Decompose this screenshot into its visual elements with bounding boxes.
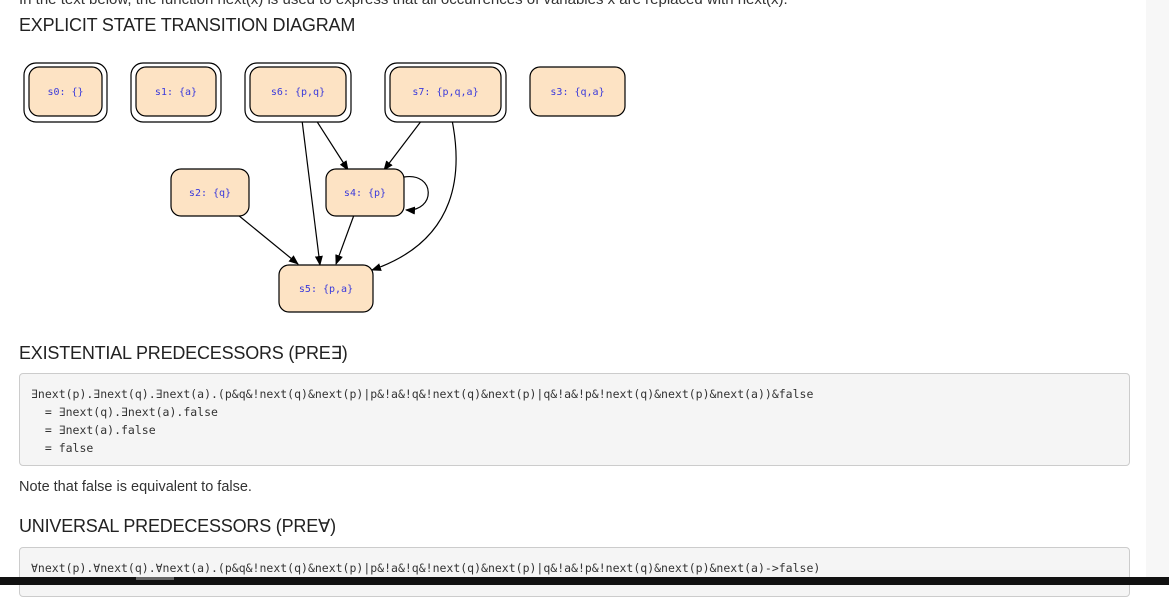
state-node-s7: s7: {p,q,a} (384, 62, 507, 123)
universal-code-block: ∀next(p).∀next(q).∀next(a).(p&q&!next(q)… (19, 547, 1130, 597)
state-node-s3: s3: {q,a} (529, 66, 626, 117)
state-label-s3: s3: {q,a} (550, 87, 604, 98)
state-node-s5: s5: {p,a} (278, 264, 374, 313)
existential-code-block: ∃next(p).∃next(q).∃next(a).(p&q&!next(q)… (19, 373, 1130, 466)
existential-heading: EXISTENTIAL PREDECESSORS (PRE∃) (19, 343, 348, 363)
state-node-s6: s6: {p,q} (244, 62, 352, 123)
horizontal-scrollbar[interactable] (0, 577, 1169, 585)
state-label-s0: s0: {} (47, 87, 83, 98)
universal-line-1: ∀next(p).∀next(q).∀next(a).(p&q&!next(q)… (31, 561, 821, 575)
intro-text-cut: In the text below, the function next(x) … (19, 0, 788, 8)
state-label-s4: s4: {p} (344, 188, 386, 199)
state-node-s4: s4: {p} (325, 168, 405, 217)
edge-s6-s4 (315, 119, 349, 171)
state-label-s5: s5: {p,a} (299, 284, 353, 295)
state-node-s0: s0: {} (23, 62, 108, 123)
state-node-s2: s2: {q} (170, 168, 250, 217)
right-gutter (1146, 0, 1169, 585)
existential-line-4: = false (31, 441, 94, 455)
edge-s7-s5 (371, 119, 457, 271)
state-label-s6: s6: {p,q} (271, 87, 325, 98)
state-label-s1: s1: {a} (155, 87, 197, 98)
state-transition-diagram: s0: {} s1: {a} s6: {p,q} s7: {p,q,a} s3:… (23, 62, 626, 313)
edge-s6-s5 (301, 119, 323, 266)
state-label-s7: s7: {p,q,a} (412, 87, 478, 98)
state-label-s2: s2: {q} (189, 188, 231, 199)
edge-s7-s4 (383, 119, 423, 171)
equivalence-note: Note that false is equivalent to false. (19, 479, 252, 495)
edge-s4-s5 (335, 214, 355, 265)
existential-line-3: = ∃next(a).false (31, 423, 156, 437)
diagram-heading: EXPLICIT STATE TRANSITION DIAGRAM (19, 15, 356, 35)
universal-heading: UNIVERSAL PREDECESSORS (PRE∀) (19, 516, 336, 536)
edge-s2-s5 (237, 214, 299, 265)
existential-line-1: ∃next(p).∃next(q).∃next(a).(p&q&!next(q)… (31, 387, 814, 401)
page: In the text below, the function next(x) … (19, 0, 1130, 597)
edge-s4-self (403, 176, 429, 215)
scrollbar-thumb[interactable] (136, 577, 174, 580)
state-node-s1: s1: {a} (130, 62, 222, 123)
existential-line-2: = ∃next(q).∃next(a).false (31, 405, 218, 419)
